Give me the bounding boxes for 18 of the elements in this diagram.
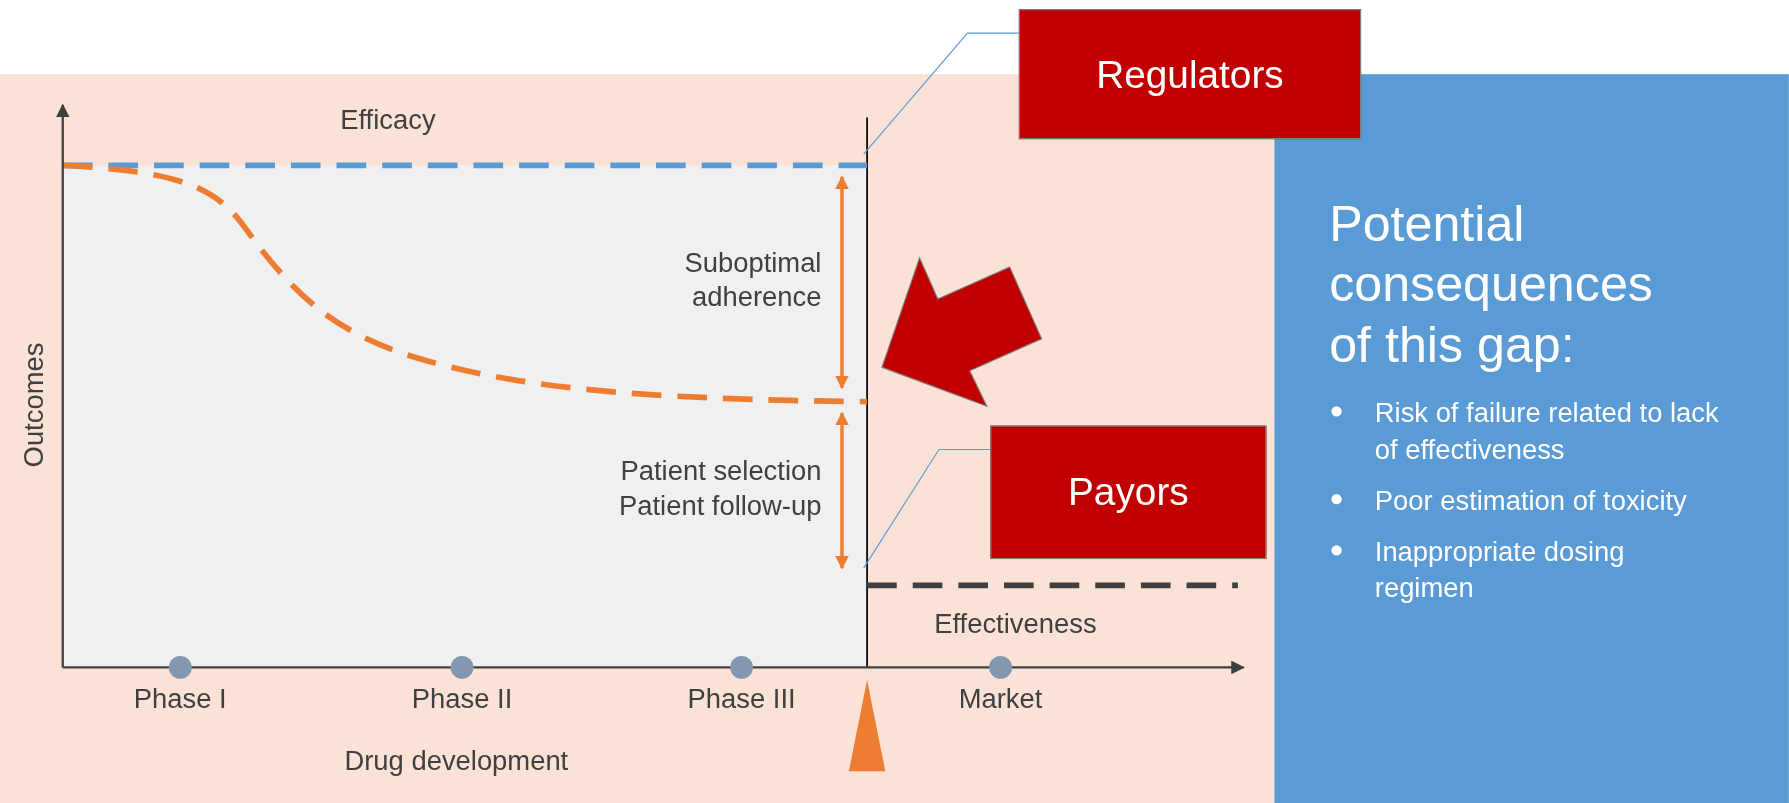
axis-label: Effectiveness [933, 607, 1098, 641]
axis-label: Efficacy [339, 102, 437, 137]
tick-label: Phase I [132, 682, 228, 717]
tick-label: Phase II [410, 682, 514, 717]
axis-label: Outcomes [17, 341, 51, 470]
panel-heading: Potential consequences of this gap: [1329, 194, 1654, 374]
gap-label: Suboptimal adherence [683, 245, 822, 314]
stakeholder-box: Regulators [1018, 9, 1362, 140]
bullet-item: Poor estimation of toxicity [1374, 482, 1723, 518]
bullet-item: Inappropriate dosing regimen [1374, 533, 1723, 606]
tick-label: Phase III [686, 682, 797, 717]
axis-label: Drug development [343, 744, 570, 778]
tick-label: Market [957, 682, 1044, 717]
leader-line [863, 32, 1020, 155]
bullet-item: Risk of failure related to lack of effectiveness [1374, 395, 1723, 467]
stakeholder-box: Payors [990, 425, 1267, 560]
gap-label: Patient selection Patient follow-up [618, 454, 822, 523]
leader-line [863, 448, 991, 569]
